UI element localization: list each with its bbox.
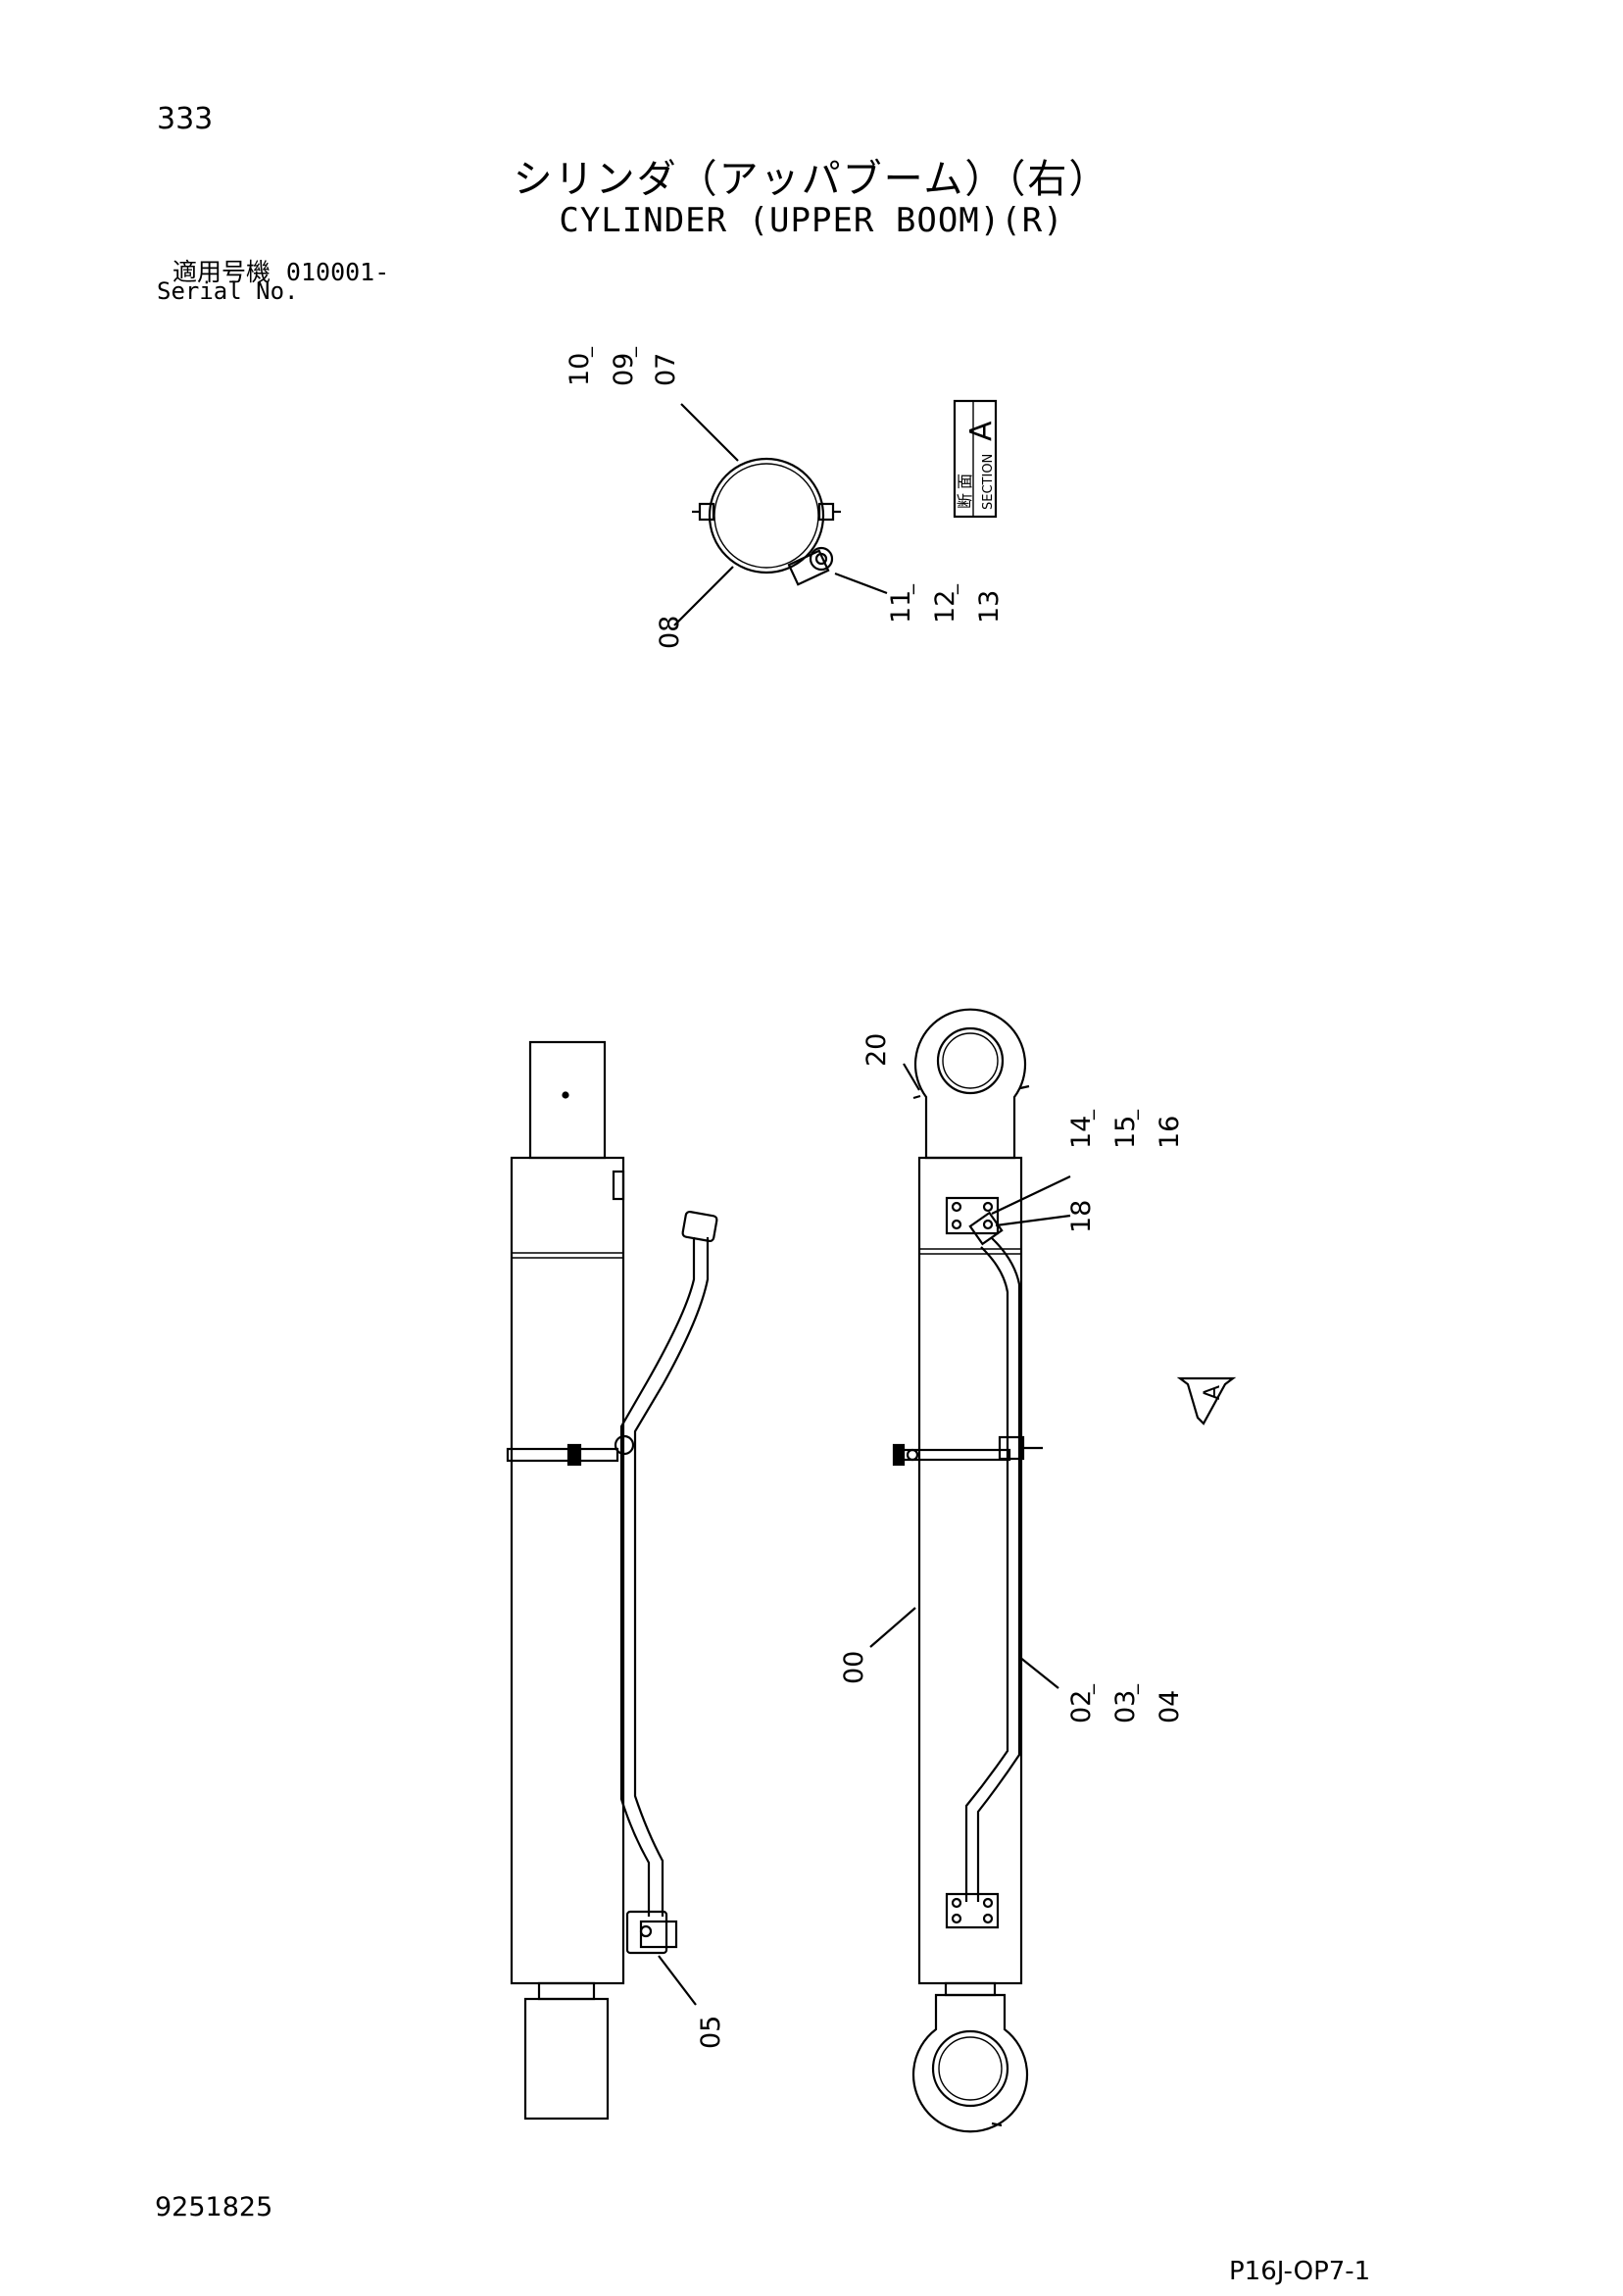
callout-dash: _ (1115, 1683, 1139, 1695)
callout-dash: _ (935, 583, 959, 595)
cylinder-front-view (869, 1008, 1237, 2133)
callout-05: 05 (696, 2016, 726, 2049)
callout-dash: _ (1071, 1109, 1095, 1121)
drawing-number: 9251825 (155, 2192, 273, 2222)
page-reference: P16J-OP7-1 (1229, 2257, 1371, 2286)
callout-dash: _ (891, 583, 914, 595)
callout-dash: _ (1115, 1109, 1139, 1121)
callout-dash: _ (1071, 1683, 1095, 1695)
callout-13: 13 (974, 590, 1005, 624)
callout-12: 12 (930, 590, 960, 624)
callout-14: 14 (1066, 1116, 1097, 1149)
section-label-ja-1: 断 (956, 493, 974, 509)
callout-18: 18 (1066, 1200, 1097, 1233)
callout-08: 08 (655, 616, 685, 649)
view-arrow-letter: A (1201, 1385, 1225, 1400)
callout-dash: _ (614, 346, 637, 358)
callout-16: 16 (1155, 1116, 1185, 1149)
page-number: 333 (157, 102, 214, 136)
serial-label-japanese: 適用号機 (172, 258, 271, 286)
section-label-ja-2: 面 (956, 474, 974, 489)
section-label-letter: A (964, 421, 999, 441)
serial-applicability: 適用号機 010001- (172, 253, 389, 288)
callout-02: 02 (1066, 1690, 1097, 1723)
page-title-english: CYLINDER (UPPER BOOM)(R) (559, 201, 1064, 240)
callout-03: 03 (1110, 1690, 1141, 1723)
section-a-label-box (953, 399, 998, 519)
serial-label-english: Serial No. (157, 277, 299, 305)
callout-15: 15 (1110, 1116, 1141, 1149)
page-title-japanese: シリンダ（アッパブーム）（右） (513, 157, 1110, 202)
callout-20: 20 (861, 1033, 892, 1067)
view-arrow-a-icon (1176, 1376, 1237, 1425)
callout-07: 07 (651, 353, 681, 386)
callout-09: 09 (609, 353, 639, 386)
callout-dash: _ (569, 346, 593, 358)
cylinder-side-view (506, 1040, 718, 2121)
callout-11: 11 (886, 590, 916, 624)
section-label-en: SECTION (981, 454, 996, 510)
section-a-view (673, 403, 888, 626)
callout-04: 04 (1155, 1690, 1185, 1723)
serial-range: 010001- (285, 258, 390, 286)
callout-10: 10 (565, 353, 595, 386)
callout-00: 00 (839, 1651, 869, 1684)
